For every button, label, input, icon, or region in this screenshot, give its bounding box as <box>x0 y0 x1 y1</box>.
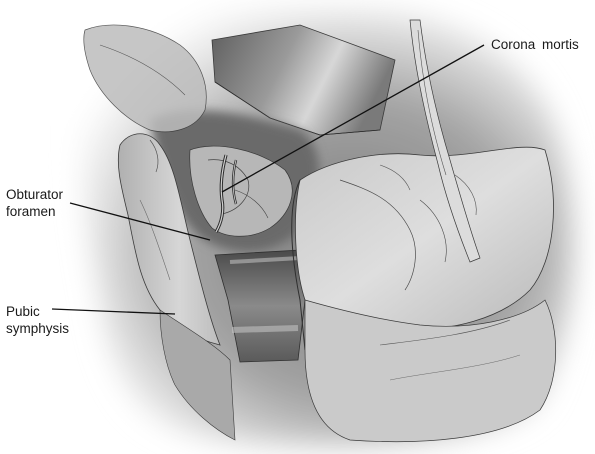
obturator-foramen-label-line1: Obturator <box>6 187 64 202</box>
pubic-symphysis-label-line1: Pubic <box>6 304 40 319</box>
pubic-symphysis-label: Pubic symphysis <box>6 303 69 337</box>
obturator-foramen-label: Obturator foramen <box>6 186 63 220</box>
obturator-foramen-label-line2: foramen <box>6 204 56 219</box>
pubic-symphysis-leader <box>51 308 176 315</box>
pubic-symphysis-label-line2: symphysis <box>6 321 70 336</box>
left-upper-tissue <box>83 24 207 133</box>
retracted-cord <box>409 19 481 263</box>
obturator-foramen-leader <box>69 202 211 241</box>
corona-mortis-leader <box>221 44 485 193</box>
right-lower-fold <box>304 299 557 443</box>
corona-mortis-label: Corona mortis <box>491 37 579 52</box>
right-tissue <box>295 146 554 331</box>
obturator-region <box>189 145 293 237</box>
left-lower-wall <box>159 309 236 441</box>
left-pubic-tissue <box>117 133 221 346</box>
